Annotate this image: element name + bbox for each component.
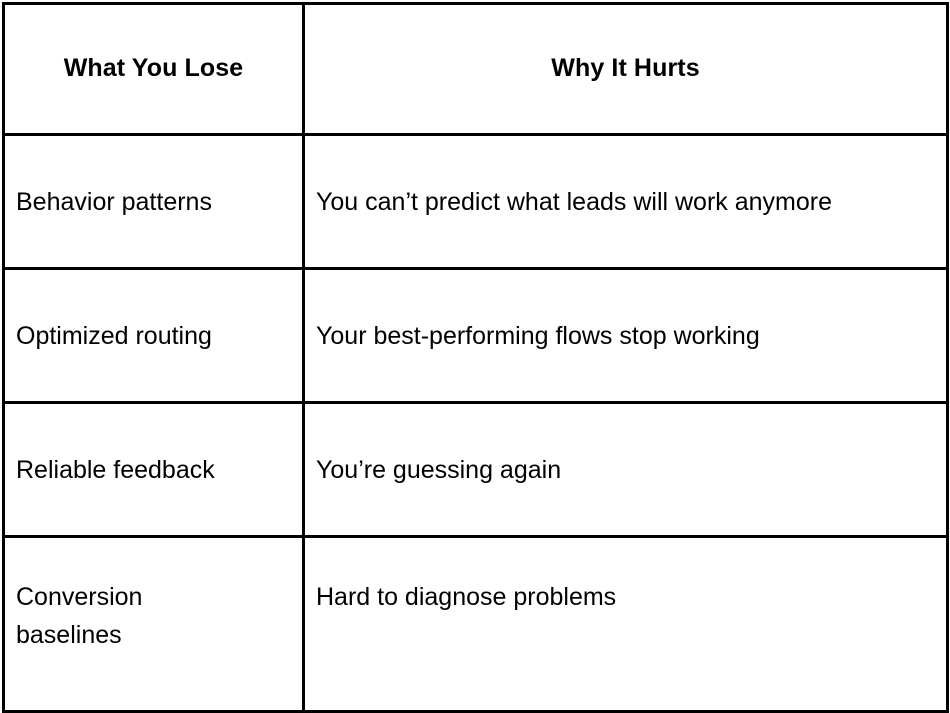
column-header-what-you-lose-label: What You Lose: [63, 54, 244, 83]
cell-what-you-lose: Optimized routing: [2, 267, 305, 404]
cell-why-it-hurts-text: You’re guessing again: [316, 455, 562, 484]
table-row: Reliable feedback You’re guessing again: [2, 401, 949, 538]
column-header-why-it-hurts: Why It Hurts: [302, 2, 949, 136]
cell-what-you-lose-text: Conversion baselines: [16, 583, 143, 649]
cell-why-it-hurts-text: Your best-performing flows stop working: [316, 321, 760, 350]
cell-what-you-lose-text: Optimized routing: [16, 321, 212, 350]
table-header-row: What You Lose Why It Hurts: [2, 2, 949, 136]
table-row: Behavior patterns You can’t predict what…: [2, 133, 949, 270]
cell-what-you-lose: Conversion baselines: [2, 535, 305, 713]
column-header-why-it-hurts-label: Why It Hurts: [551, 54, 700, 83]
table-row: Conversion baselines Hard to diagnose pr…: [2, 535, 949, 713]
cell-what-you-lose: Behavior patterns: [2, 133, 305, 270]
cell-why-it-hurts: You can’t predict what leads will work a…: [302, 133, 949, 270]
table-body: Behavior patterns You can’t predict what…: [2, 133, 949, 713]
column-header-what-you-lose: What You Lose: [2, 2, 305, 136]
table-header: What You Lose Why It Hurts: [2, 2, 949, 136]
cell-what-you-lose-text: Behavior patterns: [16, 187, 212, 216]
cell-why-it-hurts: You’re guessing again: [302, 401, 949, 538]
cell-why-it-hurts: Your best-performing flows stop working: [302, 267, 949, 404]
cell-why-it-hurts-text: You can’t predict what leads will work a…: [316, 187, 832, 216]
cell-what-you-lose-text: Reliable feedback: [16, 455, 215, 484]
cell-what-you-lose: Reliable feedback: [2, 401, 305, 538]
cell-why-it-hurts-text: Hard to diagnose problems: [316, 583, 617, 611]
table-row: Optimized routing Your best-performing f…: [2, 267, 949, 404]
cell-why-it-hurts: Hard to diagnose problems: [302, 535, 949, 713]
